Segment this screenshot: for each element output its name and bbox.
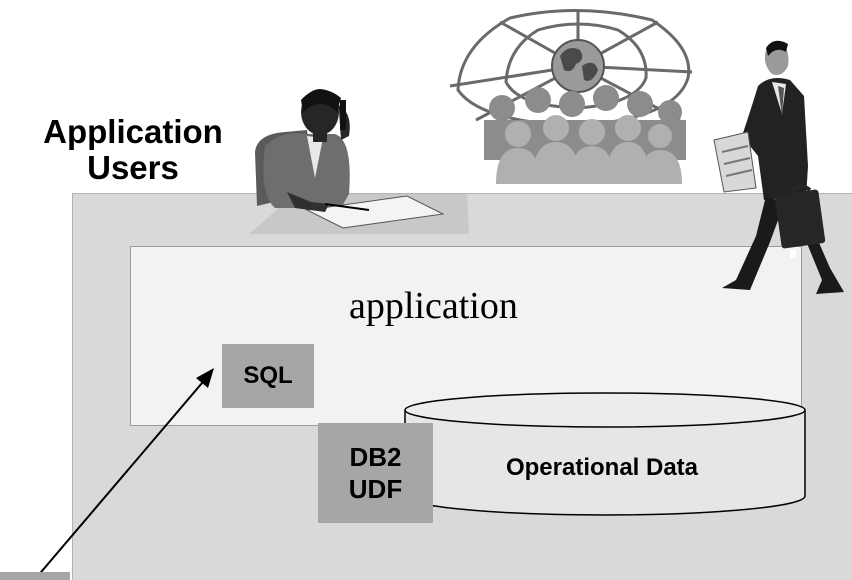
operational-data-label: Operational Data [505, 454, 699, 481]
crowd-icon [484, 85, 686, 184]
db2-udf-label: DB2 UDF [348, 442, 403, 504]
application-users-title: Application Users [43, 113, 223, 186]
database-cylinder-icon [404, 392, 806, 516]
businessman-icon [713, 40, 844, 294]
global-network-icon [449, 8, 693, 128]
application-label: application [349, 285, 518, 327]
source-box [0, 572, 70, 580]
db2-udf-box: DB2 UDF [318, 423, 433, 523]
sql-label: SQL [243, 362, 293, 389]
woman-on-phone-icon [249, 89, 469, 234]
sql-box: SQL [222, 344, 314, 408]
